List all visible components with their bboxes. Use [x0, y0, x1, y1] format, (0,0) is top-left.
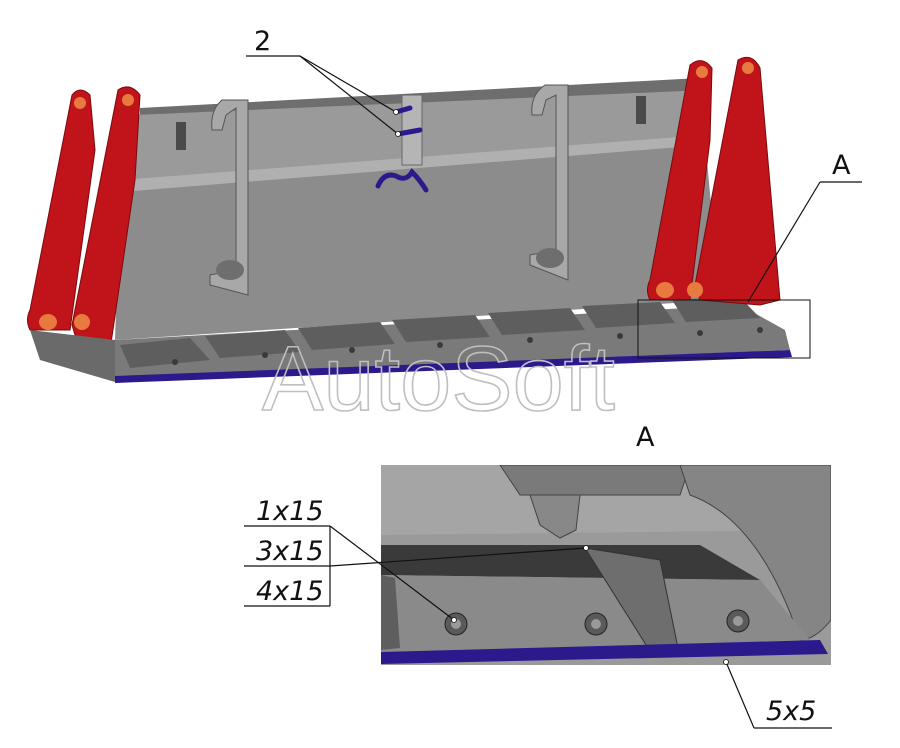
bucket-bolts	[172, 327, 763, 365]
view-a-frame	[637, 299, 811, 359]
detail-hook-end	[499, 465, 691, 496]
right-brackets	[647, 56, 781, 306]
left-brackets	[27, 86, 141, 351]
right-pins	[656, 62, 754, 298]
hitch-hook-right	[529, 84, 569, 281]
bucket-blade-strip	[115, 350, 792, 383]
callout-part-number: 2	[254, 26, 271, 57]
weld-label-3: 3x15	[256, 536, 324, 567]
slot-right	[636, 96, 646, 124]
watermark: AutoSoft	[262, 328, 615, 430]
detail-blade	[381, 640, 828, 664]
weld-callouts: 1x15 3x15 4x15 5x5	[244, 496, 832, 729]
slot-left	[176, 122, 186, 150]
weld-label-4: 4x15	[256, 576, 324, 607]
weld-label-5: 5x5	[766, 696, 816, 727]
detail-view-a	[381, 465, 831, 665]
hitch-hook-left	[209, 99, 249, 296]
detail-view-title: A	[636, 422, 655, 453]
bucket-front-wall	[115, 140, 720, 340]
detail-bolts	[444, 609, 750, 636]
weld-label-1: 1x15	[256, 496, 324, 527]
view-marker-label: A	[832, 150, 851, 181]
bucket-top-plate	[140, 78, 712, 118]
callout-view-a: A	[637, 150, 862, 359]
detail-dark-strip	[381, 545, 760, 580]
left-side-plate	[30, 330, 115, 382]
callout-part-2: 2	[246, 26, 401, 137]
left-pins	[39, 94, 134, 330]
detail-side-plate	[679, 465, 831, 641]
bucket-main-view	[27, 56, 792, 383]
